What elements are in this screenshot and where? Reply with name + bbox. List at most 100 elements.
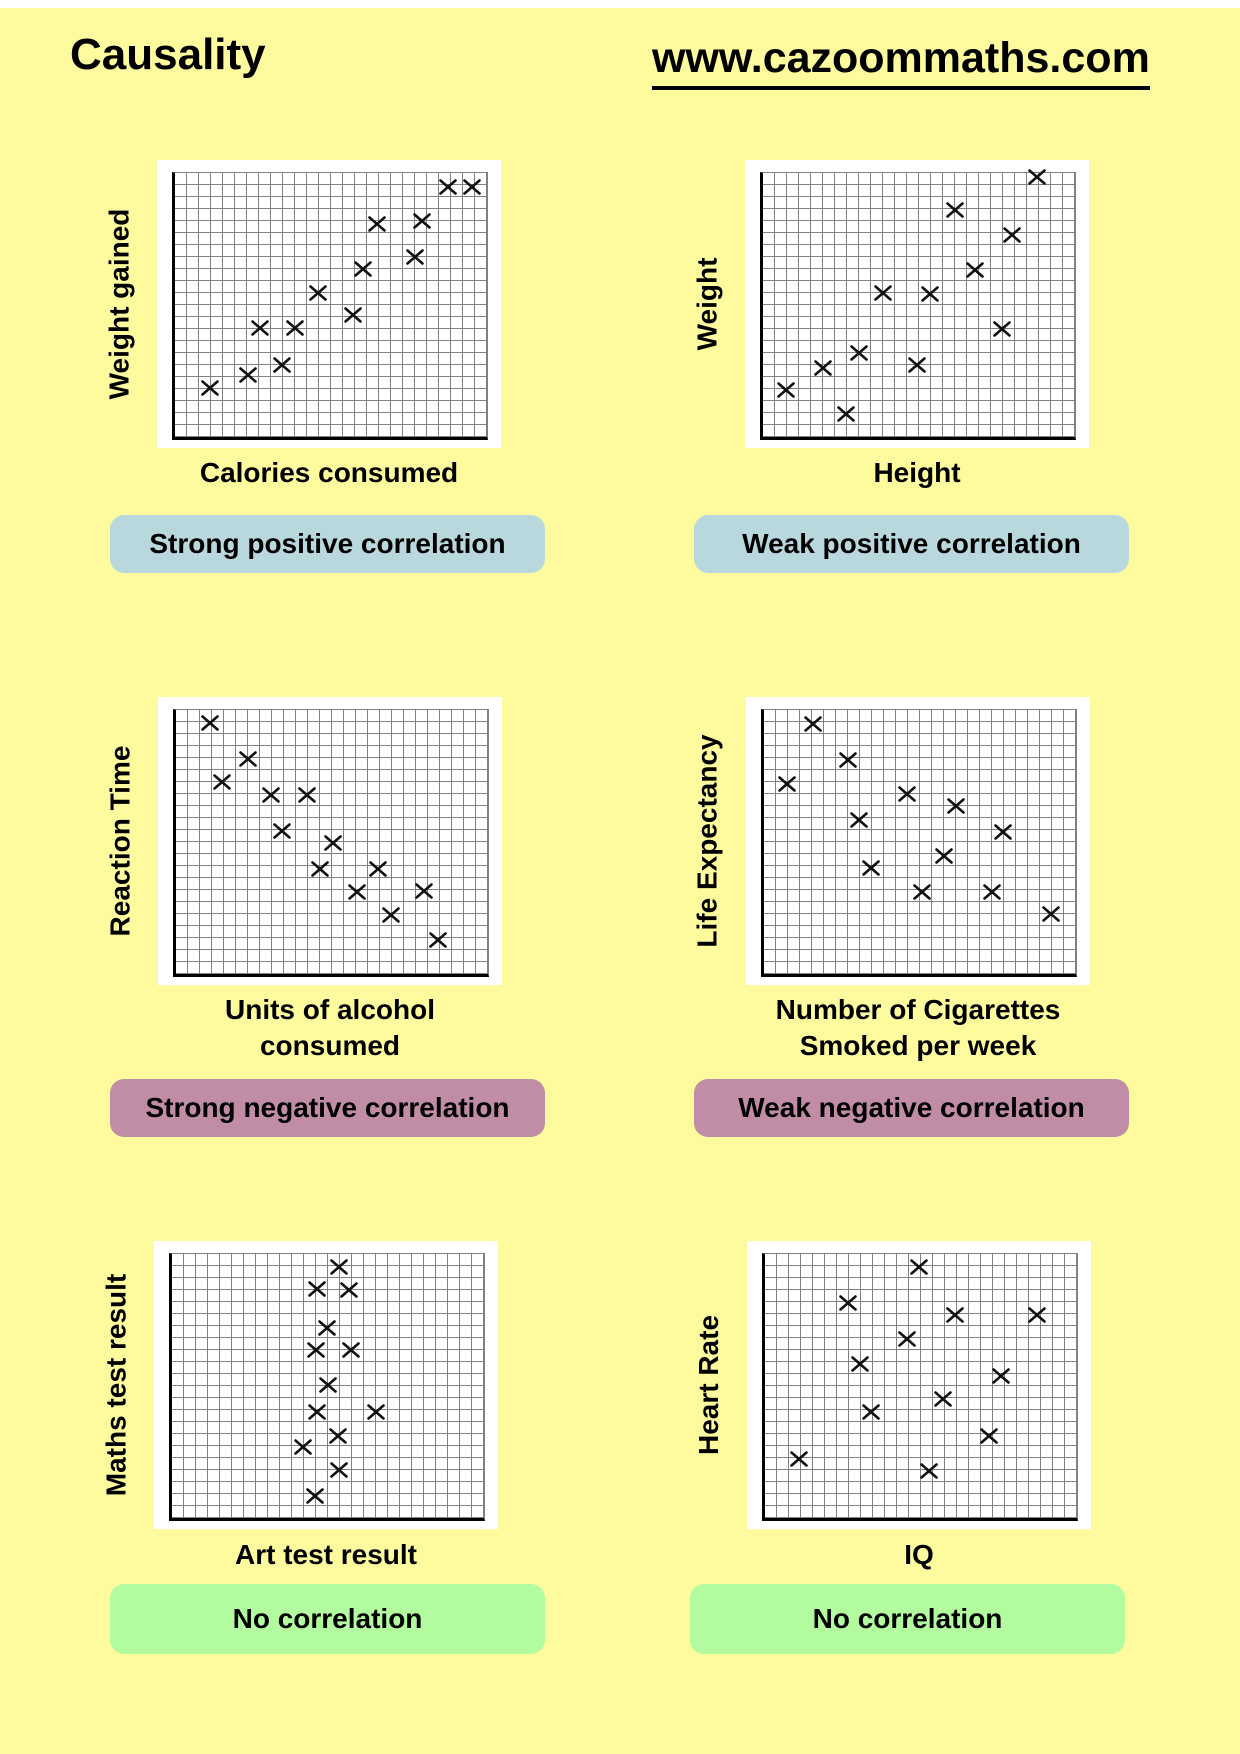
data-point-x-marker bbox=[965, 261, 985, 279]
data-point-x-marker bbox=[329, 1461, 349, 1479]
x-axis-label: Calories consumed bbox=[199, 457, 459, 488]
data-point-x-marker bbox=[285, 319, 305, 337]
data-point-x-marker bbox=[992, 320, 1012, 338]
data-point-x-marker bbox=[238, 750, 258, 768]
scatter-grid bbox=[761, 709, 1077, 977]
data-point-x-marker bbox=[261, 786, 281, 804]
data-point-x-marker bbox=[341, 1341, 361, 1359]
data-point-x-marker bbox=[982, 883, 1002, 901]
x-axis-label: Height bbox=[873, 457, 961, 488]
data-point-x-marker bbox=[912, 883, 932, 901]
data-point-x-marker bbox=[328, 1427, 348, 1445]
y-axis-label-text: Maths test result bbox=[100, 1273, 131, 1497]
data-point-x-marker bbox=[323, 834, 343, 852]
y-axis-label-text: Weight gained bbox=[103, 208, 135, 400]
data-point-x-marker bbox=[272, 356, 292, 374]
data-point-x-marker bbox=[897, 785, 917, 803]
data-point-x-marker bbox=[1027, 1306, 1047, 1324]
data-point-x-marker bbox=[318, 1376, 338, 1394]
y-axis-label: Weight bbox=[681, 160, 733, 448]
data-point-x-marker bbox=[307, 1403, 327, 1421]
data-point-x-marker bbox=[438, 178, 458, 196]
data-point-x-marker bbox=[777, 775, 797, 793]
website-link-wrap: www.cazoommaths.com bbox=[652, 34, 1150, 90]
scatter-grid bbox=[172, 172, 488, 440]
data-point-x-marker bbox=[329, 1258, 349, 1276]
y-axis-label: Maths test result bbox=[90, 1241, 142, 1529]
data-point-x-marker bbox=[272, 822, 292, 840]
scatter-panel bbox=[157, 160, 501, 448]
data-point-x-marker bbox=[789, 1450, 809, 1468]
scatter-panel bbox=[745, 160, 1089, 448]
data-point-x-marker bbox=[200, 714, 220, 732]
correlation-badge: No correlation bbox=[110, 1584, 545, 1654]
data-point-x-marker bbox=[368, 860, 388, 878]
data-point-x-marker bbox=[803, 715, 823, 733]
x-axis-label: Art test result bbox=[234, 1539, 418, 1570]
x-axis-label: IQ bbox=[904, 1539, 934, 1570]
website-link: www.cazoommaths.com bbox=[652, 34, 1150, 90]
data-point-x-marker bbox=[414, 882, 434, 900]
scatter-grid bbox=[760, 169, 1076, 440]
data-point-x-marker bbox=[353, 260, 373, 278]
data-point-x-marker bbox=[305, 1487, 325, 1505]
data-point-x-marker bbox=[428, 931, 448, 949]
data-point-x-marker bbox=[979, 1427, 999, 1445]
page-margin-strip bbox=[0, 0, 1240, 8]
data-point-x-marker bbox=[946, 797, 966, 815]
data-point-x-marker bbox=[297, 786, 317, 804]
data-point-x-marker bbox=[909, 1258, 929, 1276]
y-axis-label: Weight gained bbox=[93, 160, 145, 448]
data-point-x-marker bbox=[861, 859, 881, 877]
scatter-grid bbox=[173, 709, 489, 977]
data-point-x-marker bbox=[367, 215, 387, 233]
data-point-x-marker bbox=[462, 178, 482, 196]
data-point-x-marker bbox=[813, 359, 833, 377]
scatter-panel bbox=[747, 1241, 1091, 1529]
scatter-panel bbox=[154, 1241, 498, 1529]
data-point-x-marker bbox=[212, 773, 232, 791]
correlation-badge: Strong negative correlation bbox=[110, 1079, 545, 1137]
data-point-x-marker bbox=[873, 284, 893, 302]
data-point-x-marker bbox=[310, 860, 330, 878]
correlation-badge: Strong positive correlation bbox=[110, 515, 545, 573]
correlation-badge: Weak positive correlation bbox=[694, 515, 1129, 573]
data-point-x-marker bbox=[366, 1403, 386, 1421]
scatter-panel bbox=[158, 697, 502, 985]
x-axis-label: Units of alcohol consumed bbox=[225, 994, 435, 1062]
data-point-x-marker bbox=[907, 356, 927, 374]
data-point-x-marker bbox=[920, 285, 940, 303]
x-axis-label: Number of Cigarettes Smoked per week bbox=[775, 994, 1061, 1062]
data-point-x-marker bbox=[838, 1294, 858, 1312]
data-point-x-marker bbox=[933, 1390, 953, 1408]
scatter-grid bbox=[762, 1253, 1078, 1521]
data-point-x-marker bbox=[919, 1462, 939, 1480]
y-axis-label-text: Heart Rate bbox=[693, 1314, 724, 1456]
data-point-x-marker bbox=[945, 201, 965, 219]
data-point-x-marker bbox=[317, 1319, 337, 1337]
y-axis-label: Reaction Time bbox=[94, 697, 146, 985]
data-point-x-marker bbox=[993, 823, 1013, 841]
data-point-x-marker bbox=[1002, 226, 1022, 244]
y-axis-label: Heart Rate bbox=[683, 1241, 735, 1529]
scatter-panel bbox=[746, 697, 1090, 985]
data-point-x-marker bbox=[776, 381, 796, 399]
data-point-x-marker bbox=[381, 906, 401, 924]
y-axis-label-text: Reaction Time bbox=[104, 745, 135, 937]
data-point-x-marker bbox=[897, 1330, 917, 1348]
data-point-x-marker bbox=[306, 1341, 326, 1359]
y-axis-label-text: Weight bbox=[691, 257, 722, 351]
y-axis-label-text: Life Expectancy bbox=[692, 734, 724, 948]
data-point-x-marker bbox=[934, 847, 954, 865]
data-point-x-marker bbox=[850, 1355, 870, 1373]
correlation-badge: No correlation bbox=[690, 1584, 1125, 1654]
data-point-x-marker bbox=[347, 883, 367, 901]
data-point-x-marker bbox=[405, 248, 425, 266]
data-point-x-marker bbox=[339, 1281, 359, 1299]
data-point-x-marker bbox=[838, 751, 858, 769]
data-point-x-marker bbox=[308, 284, 328, 302]
data-point-x-marker bbox=[412, 212, 432, 230]
y-axis-label: Life Expectancy bbox=[682, 697, 734, 985]
data-point-x-marker bbox=[238, 366, 258, 384]
data-point-x-marker bbox=[991, 1367, 1011, 1385]
